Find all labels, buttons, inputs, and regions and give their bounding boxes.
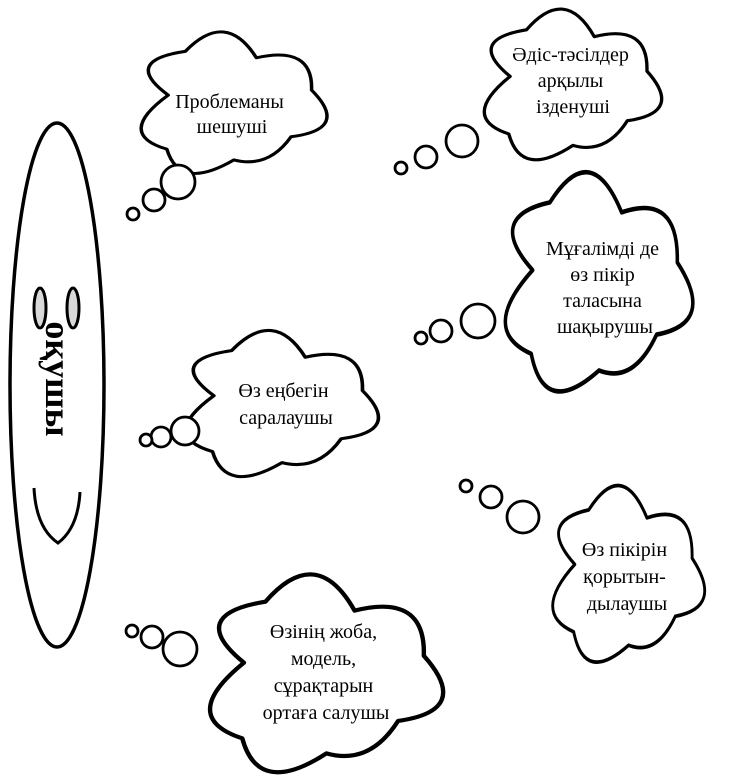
cloud-shape: [184, 328, 381, 479]
cloud-project-presenter: Өзінің жоба, модель, сұрақтарын ортаға с…: [124, 572, 446, 775]
right-eye: [65, 286, 81, 330]
cloud-shape: [551, 483, 707, 664]
thought-bubble-large: [169, 415, 201, 447]
thought-bubble-medium: [141, 187, 167, 213]
cloud-self-evaluator: Өз еңбегін саралаушы: [138, 328, 381, 479]
thought-bubble-medium: [478, 484, 504, 510]
cloud-shape: [503, 170, 695, 394]
cloud-summarizer: Өз пікірін қорытын- дылаушы: [458, 478, 707, 664]
student-label: оқушы: [38, 321, 78, 436]
thought-bubble-small: [125, 206, 141, 222]
cloud-problem-solver: Проблеманы шешуші: [125, 30, 329, 222]
thought-bubble-small: [413, 330, 429, 346]
cloud-shape: [207, 572, 446, 775]
smile-mouth: [32, 487, 82, 545]
cloud-debate-inviter: Мұғалімді де өз пікір таласына шақырушы: [413, 170, 695, 394]
cloud-shape: [139, 30, 329, 175]
cloud-text: Өз пікірін қорытын- дылаушы: [582, 539, 672, 615]
cloud-shape: [482, 7, 664, 162]
student-face: оқушы: [8, 121, 106, 649]
cloud-text: Өз еңбегін саралаушы: [238, 380, 333, 429]
thought-bubble-large: [459, 302, 497, 340]
thought-bubble-small: [393, 160, 409, 176]
cloud-text: Әдіс-тәсілдер арқылы ізденуші: [512, 44, 634, 118]
thought-bubble-large: [159, 163, 197, 201]
cloud-text: Өзінің жоба, модель, сұрақтарын ортаға с…: [263, 621, 390, 724]
thought-bubble-small: [138, 432, 154, 448]
left-eye: [32, 286, 48, 330]
thought-bubble-large: [505, 499, 541, 535]
thought-bubble-large: [444, 123, 480, 159]
thought-bubble-medium: [428, 318, 454, 344]
thought-bubble-small: [124, 623, 140, 639]
thought-bubble-small: [458, 478, 474, 494]
thought-bubble-medium: [413, 144, 439, 170]
cloud-text: Мұғалімді де өз пікір таласына шақырушы: [546, 238, 664, 338]
cloud-method-seeker: Әдіс-тәсілдер арқылы ізденуші: [393, 7, 664, 176]
face-outline: [8, 121, 106, 649]
thought-bubble-medium: [149, 425, 173, 449]
thought-bubble-medium: [139, 624, 165, 650]
thought-bubble-large: [161, 630, 199, 668]
cloud-text: Проблеманы шешуші: [175, 91, 289, 138]
